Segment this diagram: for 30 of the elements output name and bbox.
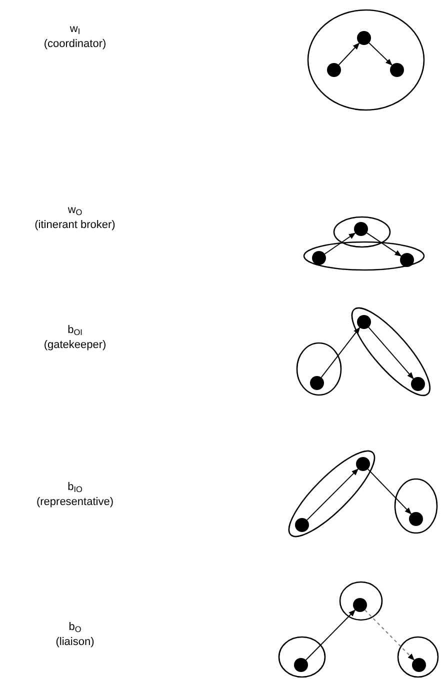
group-ellipse	[351, 307, 431, 397]
arrow	[305, 610, 356, 660]
group-ellipse	[296, 342, 342, 396]
role-name: (coordinator)	[44, 38, 106, 50]
role-symbol: w$_{I}$	[70, 23, 80, 35]
role-name: (liaison)	[56, 636, 94, 648]
group-ellipse	[394, 478, 438, 534]
arrow	[324, 232, 356, 255]
group-ellipse	[303, 241, 425, 271]
arrow	[320, 327, 360, 378]
role-symbol: w$_{O}$	[68, 204, 82, 216]
arrow	[368, 326, 414, 380]
group-ellipse	[288, 450, 376, 538]
group-ellipse	[397, 636, 439, 678]
arrow	[338, 42, 360, 66]
role-symbol: b$_{O}$	[68, 621, 82, 633]
group-ellipse	[333, 216, 391, 248]
arrow	[364, 610, 415, 660]
arrow	[366, 232, 402, 257]
role-symbol: b$_{IO}$	[68, 481, 82, 493]
arrow	[367, 468, 412, 514]
arrow	[306, 468, 359, 521]
group-ellipse	[307, 9, 425, 111]
role-name: (representative)	[36, 496, 114, 508]
group-ellipse	[278, 636, 326, 678]
arrow	[368, 42, 392, 66]
role-name: (gatekeeper)	[44, 339, 106, 351]
role-name: (itinerant broker)	[34, 219, 116, 231]
role-symbol: b$_{OI}$	[68, 324, 82, 336]
group-ellipse	[339, 581, 383, 621]
